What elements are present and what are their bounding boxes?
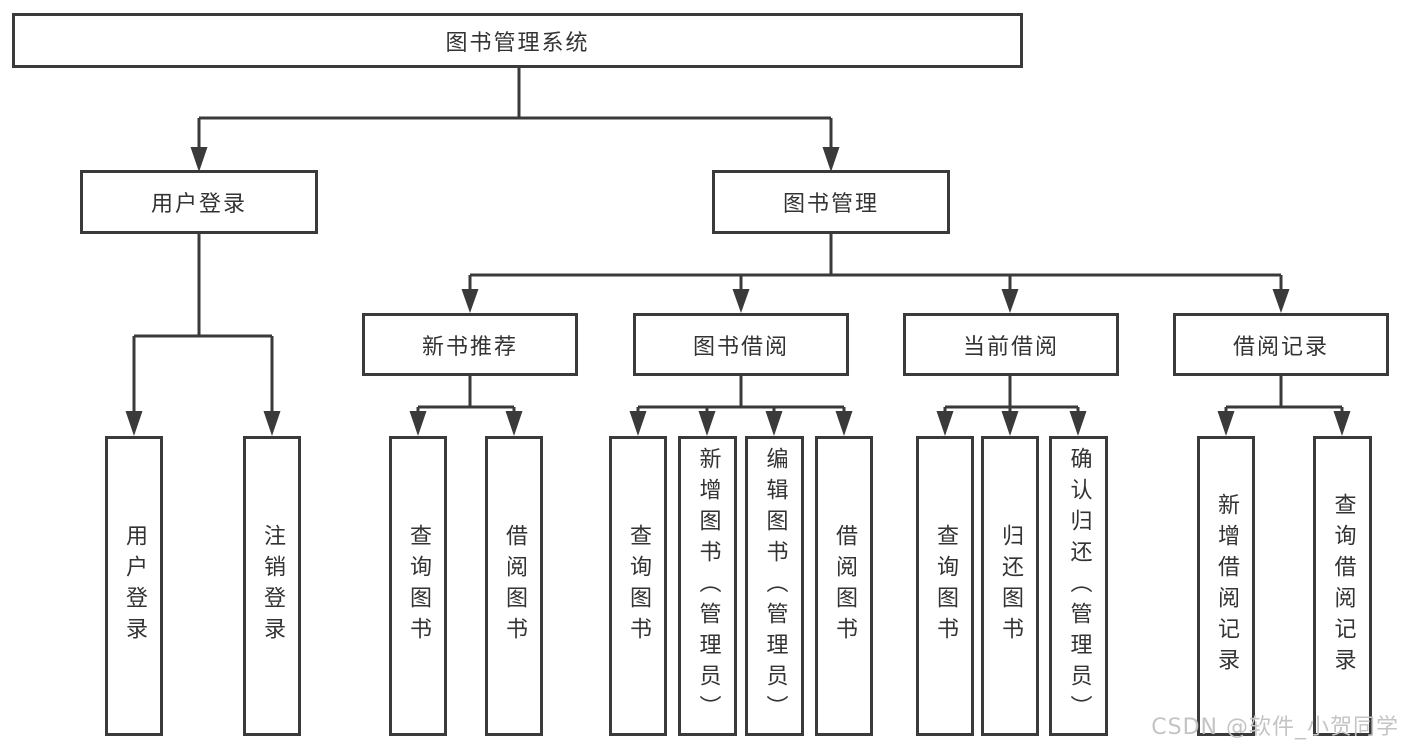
leaf-confirm-return-admin-label: 确认归还（管理员） <box>1066 446 1092 726</box>
node-root-system: 图书管理系统 <box>12 13 1023 68</box>
leaf-query-books-recommend-label: 查询图书 <box>406 524 431 648</box>
leaf-edit-books-admin: 编辑图书（管理员） <box>745 436 804 736</box>
leaf-borrow-books-recommend: 借阅图书 <box>485 436 543 736</box>
leaf-borrow-books-recommend-label: 借阅图书 <box>502 524 527 648</box>
node-book-borrowing-label: 图书借阅 <box>692 334 789 360</box>
leaf-user-login-label: 用户登录 <box>122 524 147 648</box>
node-current-borrowing-label: 当前借阅 <box>962 334 1059 360</box>
leaf-confirm-return-admin: 确认归还（管理员） <box>1049 436 1108 736</box>
leaf-borrow-books-label: 借阅图书 <box>832 524 857 648</box>
node-root-label: 图书管理系统 <box>445 30 590 56</box>
node-user-login: 用户登录 <box>80 170 318 234</box>
node-book-management-label: 图书管理 <box>782 192 879 217</box>
leaf-add-borrow-record-label: 新增借阅记录 <box>1214 493 1239 679</box>
node-book-borrowing: 图书借阅 <box>633 313 849 376</box>
node-current-borrowing: 当前借阅 <box>903 313 1119 376</box>
leaf-query-borrow-record: 查询借阅记录 <box>1313 436 1372 736</box>
leaf-add-books-admin: 新增图书（管理员） <box>678 436 737 736</box>
node-borrowing-records: 借阅记录 <box>1173 313 1389 376</box>
node-user-login-label: 用户登录 <box>150 192 247 217</box>
leaf-add-books-admin-label: 新增图书（管理员） <box>695 446 721 726</box>
leaf-query-books-current-label: 查询图书 <box>933 524 958 648</box>
leaf-borrow-books: 借阅图书 <box>815 436 873 736</box>
leaf-query-books-recommend: 查询图书 <box>389 436 447 736</box>
leaf-logout: 注销登录 <box>243 436 301 736</box>
leaf-logout-label: 注销登录 <box>260 524 285 648</box>
leaf-edit-books-admin-label: 编辑图书（管理员） <box>762 446 788 726</box>
node-borrowing-records-label: 借阅记录 <box>1232 334 1329 360</box>
leaf-query-books-current: 查询图书 <box>916 436 974 736</box>
node-new-book-recommend-label: 新书推荐 <box>421 334 518 360</box>
leaf-user-login: 用户登录 <box>105 436 163 736</box>
leaf-query-books-borrow-label: 查询图书 <box>626 524 651 648</box>
leaf-return-books: 归还图书 <box>981 436 1039 736</box>
leaf-query-borrow-record-label: 查询借阅记录 <box>1330 493 1356 679</box>
leaf-return-books-label: 归还图书 <box>998 524 1023 648</box>
node-new-book-recommend: 新书推荐 <box>362 313 578 376</box>
csdn-watermark: CSDN @软件_小贺同学 <box>1151 715 1399 740</box>
leaf-add-borrow-record: 新增借阅记录 <box>1197 436 1255 736</box>
leaf-query-books-borrow: 查询图书 <box>609 436 667 736</box>
node-book-management: 图书管理 <box>712 170 950 234</box>
